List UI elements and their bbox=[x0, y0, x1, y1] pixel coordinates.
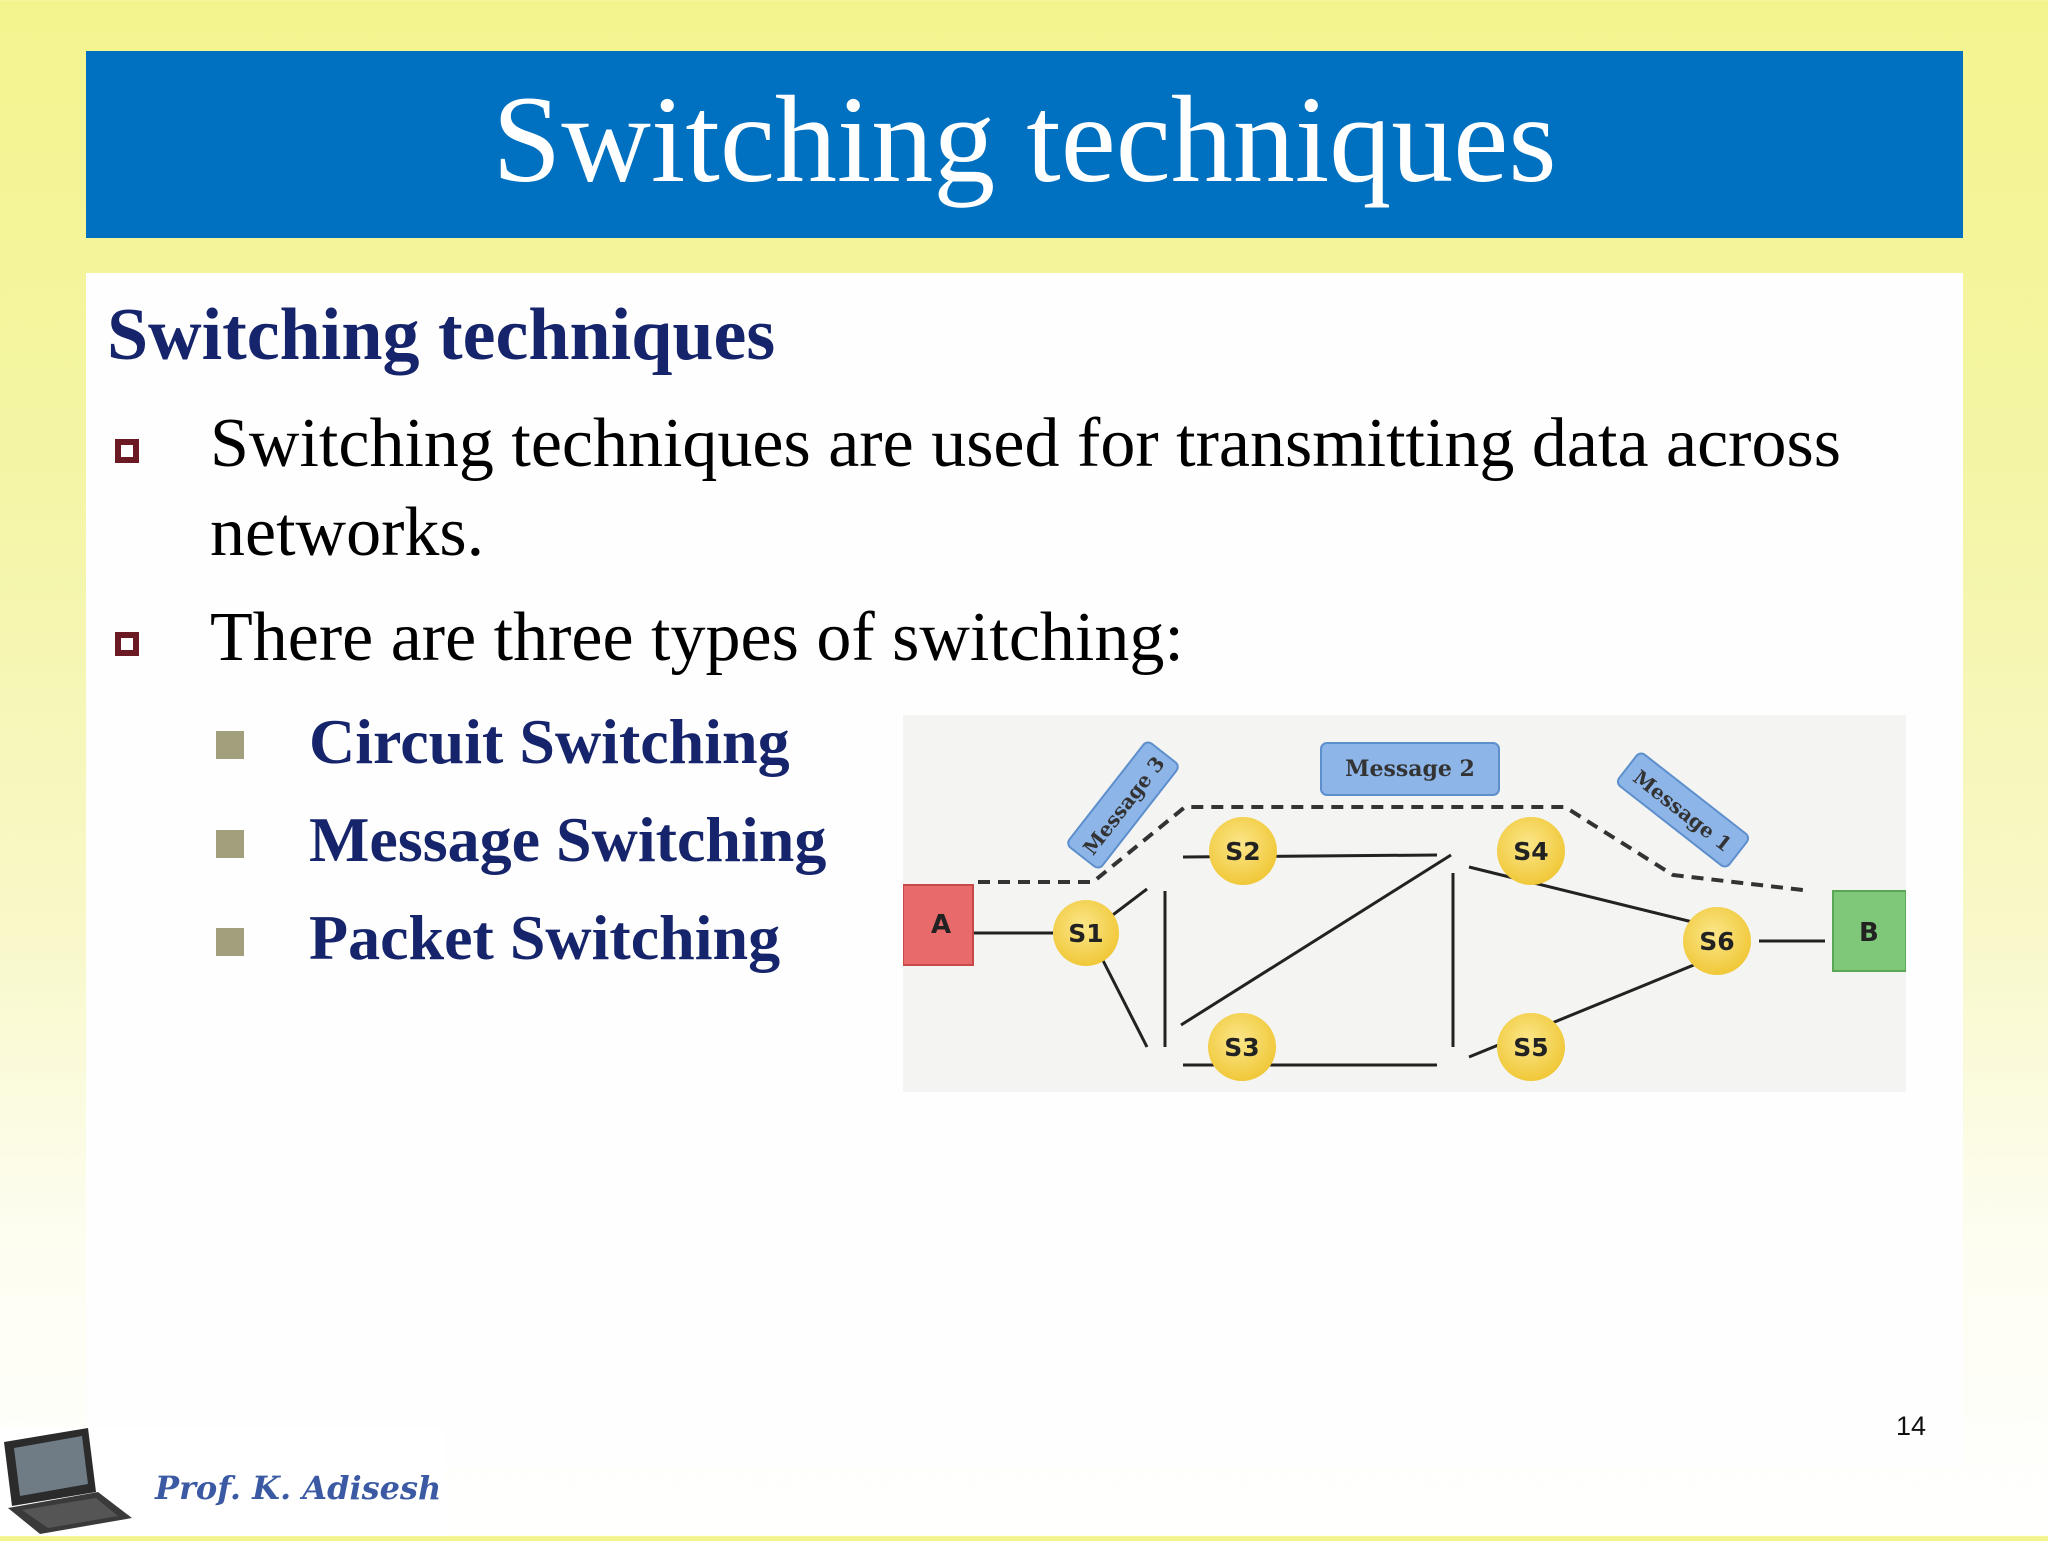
switch-node-s3: S3 bbox=[1208, 1013, 1276, 1081]
svg-text:B: B bbox=[1859, 918, 1879, 948]
message-2-tag: Message 2 bbox=[1320, 742, 1500, 796]
bullet-1-line-1: Switching techniques are used for transm… bbox=[210, 405, 1841, 482]
filled-square-bullet-icon bbox=[216, 830, 244, 858]
sub-bullet-circuit-switching: Circuit Switching bbox=[309, 706, 790, 777]
author-name: Prof. K. Adisesha bbox=[154, 1469, 440, 1507]
filled-square-bullet-icon bbox=[216, 731, 244, 759]
sub-bullet-packet-switching: Packet Switching bbox=[309, 902, 781, 973]
message-3-tag: Message 3 bbox=[1067, 741, 1179, 869]
svg-text:S2: S2 bbox=[1225, 837, 1260, 866]
svg-text:S3: S3 bbox=[1224, 1033, 1259, 1062]
page-number: 14 bbox=[1895, 1411, 1926, 1441]
hollow-square-bullet-icon bbox=[115, 439, 139, 463]
svg-text:S5: S5 bbox=[1513, 1033, 1548, 1062]
message-route-dashed-line bbox=[978, 805, 1804, 892]
endpoint-b: B bbox=[1832, 890, 1906, 972]
sub-bullet-message-switching: Message Switching bbox=[309, 804, 827, 875]
svg-text:Message 3: Message 3 bbox=[1078, 752, 1170, 860]
switch-node-s4: S4 bbox=[1497, 817, 1565, 885]
svg-text:Message 2: Message 2 bbox=[1345, 756, 1475, 782]
footer-author-logo: Prof. K. Adisesha bbox=[0, 1422, 462, 1536]
slide-title: Switching techniques bbox=[492, 70, 1557, 208]
switching-network-diagram: A B S1 S2 S3 S4 S5 S6 bbox=[903, 715, 1906, 1092]
svg-text:S6: S6 bbox=[1699, 927, 1734, 956]
switch-node-s6: S6 bbox=[1683, 907, 1751, 975]
slide-title-bar: Switching techniques bbox=[86, 51, 1963, 238]
svg-text:S1: S1 bbox=[1068, 919, 1103, 948]
switch-node-s5: S5 bbox=[1497, 1013, 1565, 1081]
endpoint-a: A bbox=[903, 884, 974, 966]
svg-text:A: A bbox=[931, 910, 951, 940]
switch-node-s2: S2 bbox=[1209, 817, 1277, 885]
laptop-icon bbox=[4, 1428, 132, 1534]
hollow-square-bullet-icon bbox=[115, 632, 139, 656]
section-heading: Switching techniques bbox=[107, 294, 776, 376]
message-1-tag: Message 1 bbox=[1616, 752, 1750, 868]
svg-text:Message 1: Message 1 bbox=[1629, 765, 1737, 857]
svg-text:S4: S4 bbox=[1513, 837, 1548, 866]
switch-node-s1: S1 bbox=[1053, 900, 1119, 966]
bullet-2-line-1: There are three types of switching: bbox=[210, 599, 1184, 676]
bullet-1-line-2: networks. bbox=[210, 494, 485, 571]
filled-square-bullet-icon bbox=[216, 928, 244, 956]
